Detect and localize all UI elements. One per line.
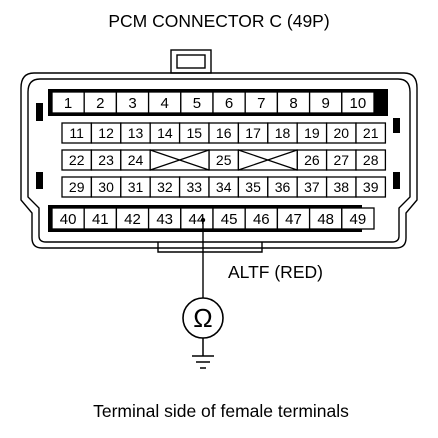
diagram-caption: Terminal side of female terminals [93, 401, 349, 421]
terminal-number: 14 [157, 125, 173, 141]
terminal-number: 35 [245, 179, 261, 195]
terminal-number: 6 [225, 95, 233, 112]
connector-housing [20, 49, 418, 253]
probe-tip [200, 217, 206, 223]
terminal-number: 9 [322, 95, 330, 112]
diagram-title: PCM CONNECTOR C (49P) [108, 11, 329, 31]
terminal-number: 37 [304, 179, 320, 195]
terminal-number: 48 [317, 211, 334, 228]
terminal-number: 40 [60, 211, 77, 228]
terminal-number: 11 [69, 125, 84, 141]
terminal-number: 23 [98, 152, 114, 168]
probe-label: ALTF (RED) [228, 262, 323, 282]
terminal-number: 45 [221, 211, 238, 228]
terminal-number: 5 [193, 95, 201, 112]
terminal-number: 34 [216, 179, 232, 195]
terminal-number: 42 [124, 211, 141, 228]
terminal-number: 31 [128, 179, 144, 195]
terminal-number: 18 [275, 125, 291, 141]
terminal-number: 32 [157, 179, 173, 195]
terminal-number: 27 [334, 152, 350, 168]
terminal-number: 17 [245, 125, 261, 141]
terminal-number: 24 [128, 152, 144, 168]
terminal-number: 20 [334, 125, 350, 141]
terminal-number: 44 [189, 211, 206, 228]
terminal-cell [355, 122, 387, 144]
terminal-number: 36 [275, 179, 291, 195]
terminal-cell [341, 207, 375, 230]
terminal-number: 22 [69, 152, 85, 168]
terminal-number: 47 [285, 211, 302, 228]
terminal-number: 19 [304, 125, 320, 141]
terminal-cell [341, 91, 375, 114]
terminal-cell [355, 176, 387, 198]
terminal-number: 46 [253, 211, 270, 228]
blank-cavity-cross [238, 149, 298, 171]
terminal-number: 38 [334, 179, 350, 195]
terminal-number: 16 [216, 125, 232, 141]
terminal-number: 41 [92, 211, 109, 228]
terminal-cell [355, 149, 387, 171]
ground-icon [192, 338, 214, 369]
terminal-number: 1 [64, 95, 72, 112]
ohm-symbol: Ω [193, 303, 212, 333]
terminal-number: 39 [363, 179, 379, 195]
terminal-number: 25 [216, 152, 232, 168]
terminal-number: 49 [350, 211, 367, 228]
ohmmeter-icon: Ω [182, 297, 224, 339]
terminal-number: 28 [363, 152, 379, 168]
terminal-number: 12 [98, 125, 114, 141]
terminal-number: 2 [96, 95, 104, 112]
terminal-number: 33 [187, 179, 203, 195]
terminal-number: 4 [161, 95, 169, 112]
terminal-number: 10 [350, 95, 367, 112]
terminal-number: 26 [304, 152, 320, 168]
terminal-number: 21 [363, 125, 379, 141]
side-locks [36, 103, 400, 189]
terminal-number: 7 [257, 95, 265, 112]
terminal-number: 43 [156, 211, 173, 228]
terminal-number: 15 [187, 125, 203, 141]
terminal-number: 3 [128, 95, 136, 112]
blank-cavity-cross [150, 149, 210, 171]
terminal-number: 8 [289, 95, 297, 112]
terminal-number: 13 [128, 125, 144, 141]
terminal-number: 30 [98, 179, 114, 195]
terminal-number: 29 [69, 179, 85, 195]
